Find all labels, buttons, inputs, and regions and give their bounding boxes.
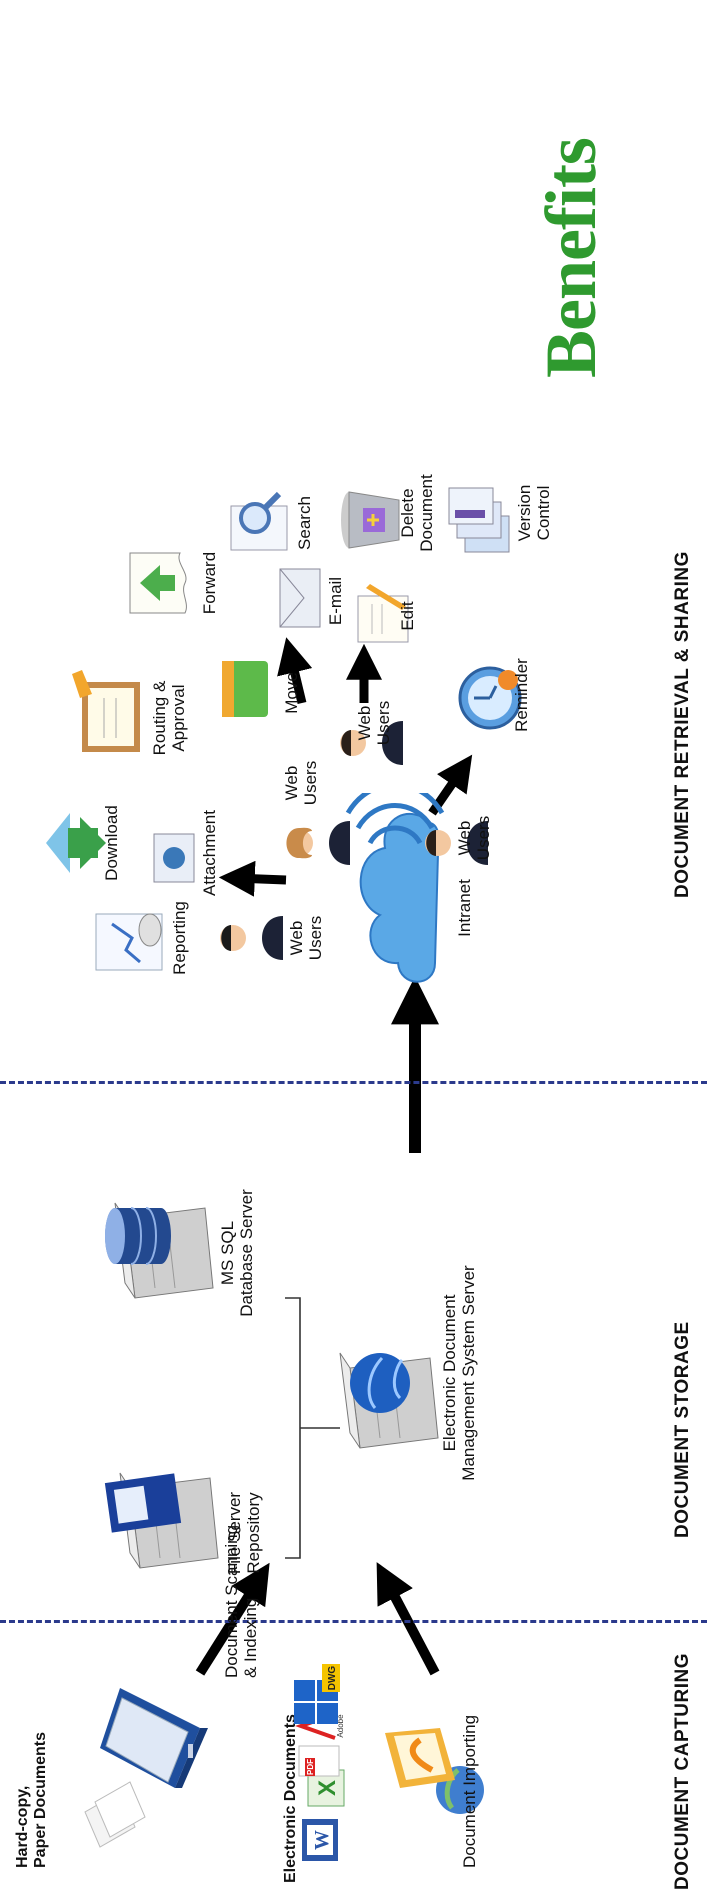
delete-document-icon	[341, 491, 400, 549]
storage-bracket	[285, 1297, 340, 1559]
reporting-label: Reporting	[170, 901, 189, 975]
move-label: Move	[282, 672, 301, 714]
section-capturing-header: DOCUMENT CAPTURING	[672, 1653, 693, 1890]
web-users-label-2: Web Users	[282, 760, 320, 806]
file-server-label: File Server Repository	[225, 1491, 263, 1575]
section-storage-header: DOCUMENT STORAGE	[672, 1321, 693, 1538]
edit-icon	[357, 584, 409, 643]
excel-icon: X	[307, 1769, 345, 1807]
arrow-users-to-move	[277, 637, 313, 705]
web-user-icon-2	[286, 821, 350, 865]
routing-approval-label: Routing & Approval	[150, 680, 188, 756]
reporting-icon	[95, 913, 163, 971]
sql-server-icon	[105, 1202, 214, 1299]
web-users-label-4: Web Users	[455, 815, 493, 861]
reminder-label: Reminder	[512, 658, 531, 732]
arrow-users-to-attachment	[218, 860, 287, 897]
pdf-icon: PDF Adobe	[295, 1712, 345, 1777]
attachment-icon	[153, 833, 195, 883]
svg-text:W: W	[311, 1830, 333, 1850]
svg-text:PDF: PDF	[306, 1759, 315, 1775]
forward-label: Forward	[200, 551, 219, 615]
document-import-icon	[385, 1728, 484, 1814]
email-label: E-mail	[326, 576, 345, 626]
section-retrieval-header: DOCUMENT RETRIEVAL & SHARING	[672, 551, 693, 898]
intranet-label: Intranet	[455, 879, 474, 937]
paper-stack-icon	[84, 1781, 146, 1848]
delete-document-label: Delete Document	[398, 474, 436, 552]
web-users-label-3: Web Users	[355, 700, 393, 746]
intranet-cloud-icon	[345, 793, 445, 983]
email-icon	[279, 568, 321, 628]
version-control-label: Version Control	[515, 484, 553, 542]
dwg-icon: DWG	[294, 1664, 340, 1724]
word-icon: W	[302, 1819, 338, 1861]
file-server-icon	[104, 1472, 219, 1569]
web-user-icon-4	[425, 821, 488, 865]
web-user-icon-3	[340, 721, 403, 765]
svg-text:Adobe: Adobe	[336, 1714, 345, 1738]
download-label: Download	[102, 805, 121, 881]
arrow-scan-to-file-server	[195, 1562, 270, 1676]
download-icon	[46, 813, 106, 873]
scanner-icon	[100, 1688, 208, 1788]
divider-capturing-storage	[0, 1620, 707, 1623]
attachment-label: Attachment	[200, 810, 219, 896]
reminder-icon	[458, 666, 522, 730]
benefits-title: Benefits	[531, 138, 611, 378]
routing-approval-icon	[72, 670, 140, 752]
arrow-import-to-file-server	[376, 1562, 440, 1676]
importing-label: Document Importing	[460, 1714, 479, 1868]
edit-label: Edit	[398, 601, 417, 631]
edms-server-icon	[339, 1352, 439, 1449]
move-icon	[222, 661, 268, 717]
svg-text:DWG: DWG	[327, 1666, 338, 1691]
web-users-label-1: Web Users	[287, 915, 325, 961]
search-icon	[230, 491, 288, 551]
svg-text:X: X	[314, 1780, 341, 1796]
edms-server-label: Electronic Document Management System Se…	[440, 1265, 478, 1481]
sql-server-label: MS SQL Database Server	[218, 1189, 256, 1317]
version-control-icon	[448, 487, 510, 553]
hardcopy-heading: Hard-copy, Paper Documents	[14, 1731, 49, 1868]
divider-storage-retrieval	[0, 1081, 707, 1084]
forward-icon	[129, 552, 187, 614]
web-user-icon-1	[220, 916, 283, 960]
search-label: Search	[295, 496, 314, 550]
